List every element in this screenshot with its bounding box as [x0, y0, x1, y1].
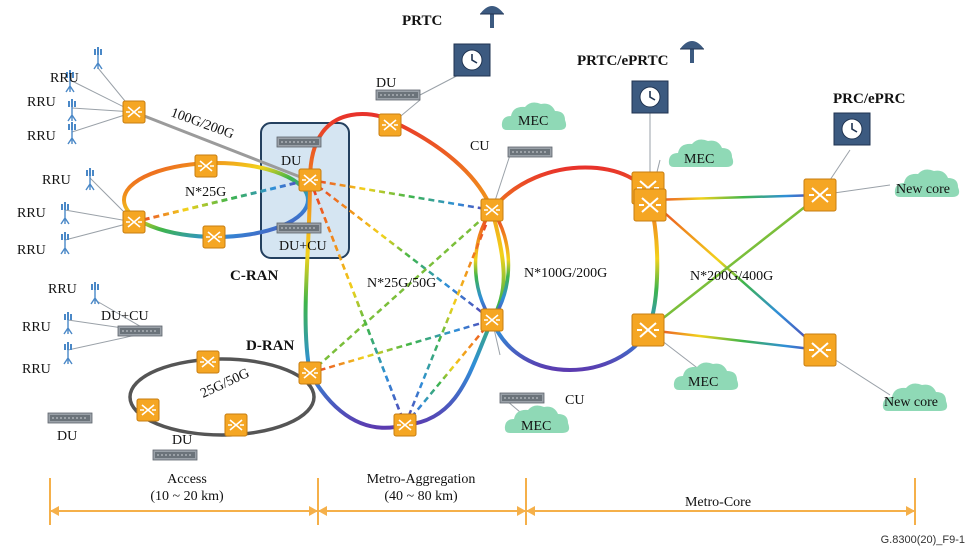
core-left-ring — [490, 165, 660, 372]
segment-aggregation-range: (40 ~ 80 km) — [384, 489, 458, 504]
link-label-n200g: N*200G/400G — [690, 269, 773, 284]
rru-label: RRU — [50, 71, 79, 86]
rru-label: RRU — [27, 95, 56, 110]
link-label-n100g: N*100G/200G — [524, 266, 607, 281]
switch — [122, 100, 146, 124]
prtc-label: PRTC — [402, 13, 442, 29]
d-ran-label: D-RAN — [246, 338, 294, 354]
du-label: DU — [376, 76, 396, 91]
rru-label: RRU — [22, 320, 51, 335]
du-cu-label: DU+CU — [101, 309, 149, 324]
cu-label: CU — [470, 139, 489, 154]
segment-access-name: Access — [167, 472, 207, 487]
new-core-label: New core — [884, 395, 938, 410]
mec-label: MEC — [521, 419, 551, 434]
mec-label: MEC — [518, 114, 548, 129]
rru-label: RRU — [17, 243, 46, 258]
mec-label: MEC — [688, 375, 718, 390]
agg-inner-left — [473, 208, 494, 322]
rru-label: RRU — [48, 282, 77, 297]
link-label-n25g50g: N*25G/50G — [367, 276, 436, 291]
segment-aggregation-name: Metro-Aggregation — [367, 472, 476, 487]
rru-label: RRU — [42, 173, 71, 188]
du-cu-label: DU+CU — [279, 239, 327, 254]
cu-label: CU — [565, 393, 584, 408]
segment-access-range: (10 ~ 20 km) — [150, 489, 224, 504]
du-label: DU — [57, 429, 77, 444]
du-label: DU — [281, 154, 301, 169]
aggregation-mesh — [308, 178, 494, 426]
rru-label: RRU — [22, 362, 51, 377]
rru-label: RRU — [27, 129, 56, 144]
prc-eprc-label: PRC/ePRC — [833, 91, 905, 107]
link-100g — [133, 110, 309, 182]
segment-axis — [49, 478, 916, 525]
figure-caption: G.8300(20)_F9-1 — [881, 534, 965, 546]
prtc-eprtc-label: PRTC/ePRTC — [577, 53, 668, 69]
d-ran-ring — [128, 357, 316, 437]
new-core-label: New core — [896, 182, 950, 197]
rru-label: RRU — [17, 206, 46, 221]
du-label: DU — [172, 433, 192, 448]
mec-label: MEC — [684, 152, 714, 167]
link-label-100g: 100G/200G — [169, 106, 236, 143]
link-label-n25g: N*25G — [185, 185, 226, 200]
core-mesh — [647, 193, 822, 352]
c-ran-label: C-RAN — [230, 268, 278, 284]
segment-core-name: Metro-Core — [685, 495, 751, 510]
